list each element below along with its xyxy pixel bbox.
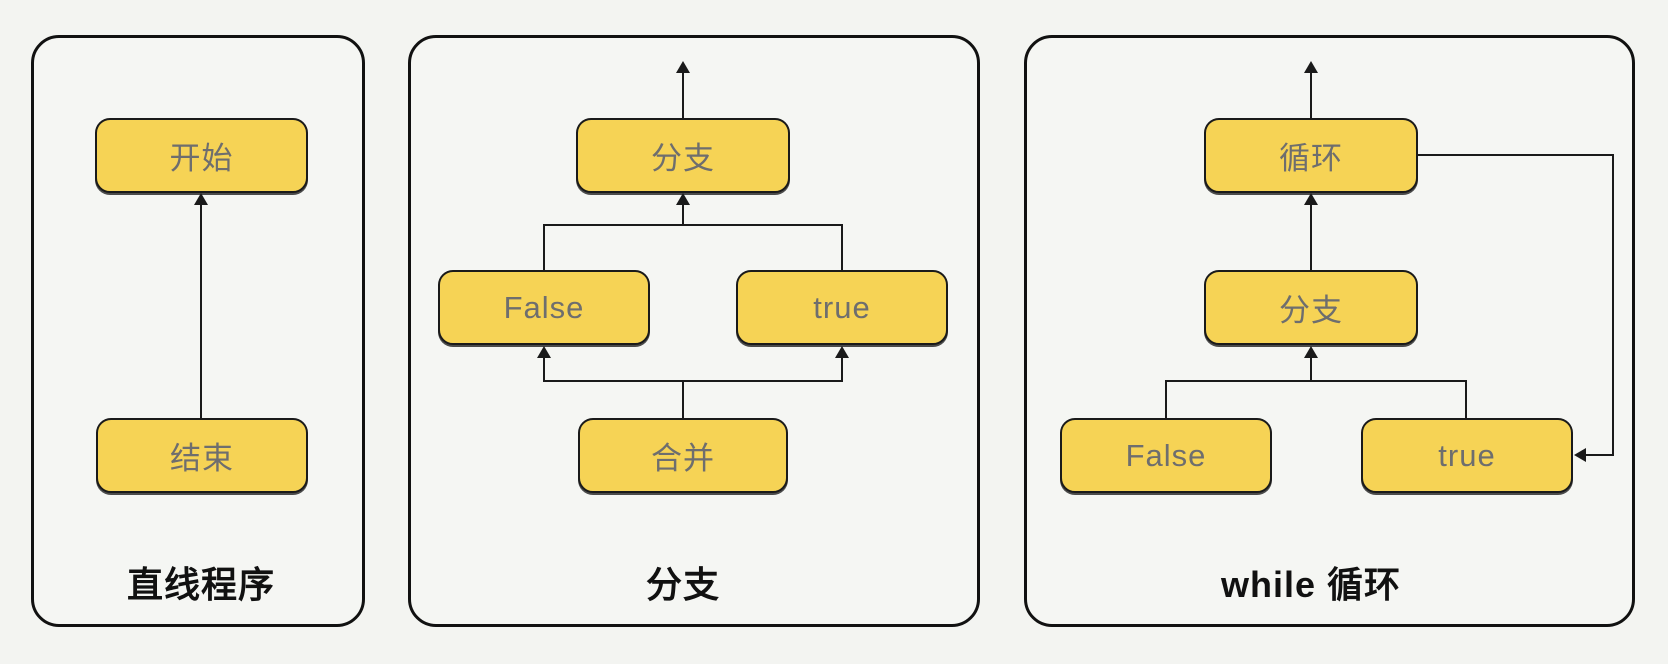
node-branch-top: 分支 — [576, 118, 790, 193]
edge-into-branch-line — [682, 204, 684, 226]
node-while-false-label: False — [1125, 437, 1207, 473]
edge-end-to-start-arrowhead — [194, 193, 208, 205]
connector-lower-bar — [543, 380, 843, 382]
edge-into-while-branch-line — [1310, 357, 1312, 382]
node-end: 结束 — [96, 418, 308, 493]
edge-loop-exit-line — [1310, 73, 1312, 118]
edge-branch-to-loop-line — [1310, 204, 1312, 270]
node-loop-label: 循环 — [1279, 141, 1343, 176]
node-loop: 循环 — [1204, 118, 1418, 193]
edge-into-false-arrowhead — [537, 346, 551, 358]
node-merge: 合并 — [578, 418, 788, 493]
node-while-true-label: true — [1438, 437, 1496, 473]
edge-into-branch-arrowhead — [676, 193, 690, 205]
edge-from-merge-line — [682, 380, 684, 418]
feedback-top-line — [1418, 154, 1614, 156]
edge-end-to-start-line — [200, 204, 202, 418]
caption-branch: 分支 — [645, 564, 720, 605]
node-branch-top-label: 分支 — [651, 141, 715, 176]
feedback-arrowhead — [1574, 448, 1586, 462]
node-end-label: 结束 — [170, 441, 234, 476]
caption-linear-program: 直线程序 — [126, 564, 275, 605]
while-connector-stub-true — [1465, 380, 1467, 418]
connector-upper-stub-true — [841, 224, 843, 270]
edge-loop-exit-arrowhead — [1304, 61, 1318, 73]
edge-into-false-line — [543, 357, 545, 382]
edge-branch-exit-line — [682, 73, 684, 118]
node-while-branch: 分支 — [1204, 270, 1418, 345]
while-connector-bar — [1165, 380, 1467, 382]
node-merge-label: 合并 — [651, 441, 715, 476]
feedback-right-line — [1612, 154, 1614, 456]
while-connector-stub-false — [1165, 380, 1167, 418]
node-start-label: 开始 — [169, 141, 234, 176]
node-false: False — [438, 270, 650, 345]
node-false-label: False — [503, 289, 585, 325]
edge-into-true-line — [841, 357, 843, 382]
feedback-bottom-line — [1586, 454, 1614, 456]
node-while-false: False — [1060, 418, 1272, 493]
node-while-branch-label: 分支 — [1279, 293, 1343, 328]
connector-upper-bar — [543, 224, 843, 226]
edge-into-while-branch-arrowhead — [1304, 346, 1318, 358]
caption-while-loop: while 循环 — [1220, 564, 1402, 605]
node-true-label: true — [813, 289, 871, 325]
node-start: 开始 — [95, 118, 308, 193]
edge-branch-exit-arrowhead — [676, 61, 690, 73]
node-while-true: true — [1361, 418, 1573, 493]
edge-into-true-arrowhead — [835, 346, 849, 358]
connector-upper-stub-false — [543, 224, 545, 270]
edge-branch-to-loop-arrowhead — [1304, 193, 1318, 205]
node-true: true — [736, 270, 948, 345]
